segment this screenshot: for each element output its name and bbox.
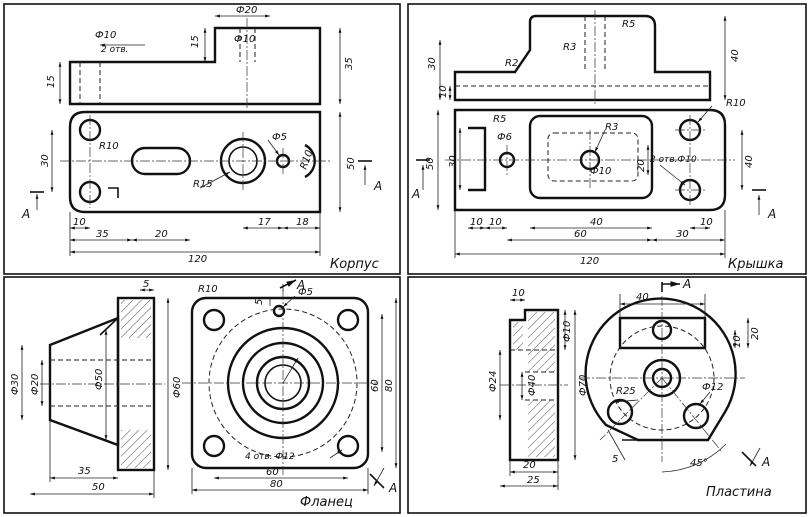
plastina-dim-phi12: Ф12 (702, 382, 723, 393)
flanets-dim-phi60: Ф60 (172, 377, 183, 398)
kryshka-dim-40-far: 40 (744, 155, 755, 168)
kryshka-dim-120: 120 (580, 256, 599, 267)
korpus-dim-phi20: Ф20 (236, 5, 257, 16)
kryshka-dim-30-left: 30 (427, 57, 438, 70)
flanets-dim-phi20: Ф20 (30, 374, 41, 395)
plastina-dim-10-top: 10 (512, 288, 525, 299)
kryshka-dim-60: 60 (574, 229, 587, 240)
plastina-dim-40: 40 (636, 292, 649, 303)
flanets-dim-60-right: 60 (370, 379, 381, 392)
kryshka-section-mark-left: A (411, 187, 420, 201)
panel-frames (3, 3, 807, 514)
plastina-section-mark-bottom: A (761, 455, 770, 469)
kryshka-dim-phi10: Ф10 (590, 166, 611, 177)
kryshka-dim-r5-top: R5 (622, 19, 635, 30)
kryshka-note-two-holes: 2 отв.Ф10 (650, 155, 697, 165)
kryshka-dim-r2: R2 (505, 58, 518, 69)
korpus-dim-phi5: Ф5 (272, 132, 287, 143)
korpus-dim-15-left: 15 (46, 75, 57, 88)
plastina-dim-25-bottom: 25 (527, 475, 540, 486)
plastina-dim-phi70: Ф70 (578, 375, 589, 396)
flanets-side-view: 5 Ф30 Ф20 Ф50 Ф60 35 50 (10, 279, 183, 498)
plastina-dim-phi24: Ф24 (488, 371, 499, 392)
korpus-dim-120: 120 (188, 254, 207, 265)
plastina-dim-20-bottom: 20 (523, 460, 536, 471)
korpus-top-view: R10 R10 R15 Ф5 30 50 10 35 20 17 18 120 … (21, 110, 382, 265)
kryshka-dim-30-bottom: 30 (676, 229, 689, 240)
flanets-dim-phi30: Ф30 (10, 374, 21, 395)
plastina-dim-r25: R25 (616, 386, 636, 397)
korpus-dim-18: 18 (296, 217, 309, 228)
korpus-title: Корпус (330, 257, 379, 272)
plastina-dim-angle: 45° (690, 458, 708, 469)
kryshka-dim-20: 20 (636, 159, 647, 172)
flanets-dim-phi5: Ф5 (298, 287, 313, 298)
flanets-dim-50: 50 (92, 482, 105, 493)
kryshka-title: Крышка (728, 257, 783, 272)
plastina-side-view: 10 Ф24 Ф40 Ф10 Ф70 20 25 (488, 288, 589, 490)
kryshka-drawing: R5 R3 R2 30 10 40 (411, 10, 783, 272)
korpus-section-mark-right: A (373, 179, 382, 193)
flanets-title: Фланец (300, 495, 353, 510)
korpus-section-mark-left: A (21, 207, 30, 221)
kryshka-dim-r5-mid: R5 (493, 114, 506, 125)
korpus-dim-r10-left: R10 (99, 141, 119, 152)
flanets-dim-5-top: 5 (254, 299, 265, 305)
plastina-dim-10-right: 10 (732, 335, 743, 348)
korpus-dim-phi10-top: Ф10 (234, 34, 255, 45)
flanets-section-mark-top: A (296, 278, 305, 292)
korpus-drawing: Ф20 Ф10 Ф10 2 отв. 15 35 15 (21, 5, 382, 272)
flanets-dim-80-bottom: 80 (270, 479, 283, 490)
flanets-section-mark-bottom: A (388, 481, 397, 495)
kryshka-top-view: R10 R5 R3 Ф6 Ф10 20 2 отв.Ф10 50 30 40 1… (411, 98, 776, 267)
korpus-dim-17: 17 (258, 217, 271, 228)
kryshka-dim-50: 50 (425, 157, 436, 170)
kryshka-dim-phi6: Ф6 (497, 132, 512, 143)
plastina-front-view: 40 20 10 R25 Ф12 5 45° A A (580, 277, 770, 473)
korpus-dim-35-bottom: 35 (96, 229, 109, 240)
plastina-drawing: 10 Ф24 Ф40 Ф10 Ф70 20 25 (488, 277, 772, 500)
kryshka-dim-10-b: 10 (489, 217, 502, 228)
korpus-dim-10: 10 (73, 217, 86, 228)
kryshka-dim-10-left: 10 (438, 85, 449, 98)
korpus-dim-15-top: 15 (190, 35, 201, 48)
flanets-dim-60-bottom: 60 (266, 467, 279, 478)
kryshka-dim-40-right: 40 (730, 49, 741, 62)
plastina-dim-20-right: 20 (750, 327, 761, 340)
korpus-front-view: Ф20 Ф10 Ф10 2 отв. 15 35 15 (46, 5, 355, 108)
flanets-dim-r10: R10 (198, 284, 218, 295)
korpus-dim-30: 30 (40, 154, 51, 167)
flanets-dim-5: 5 (143, 279, 149, 290)
kryshka-dim-r3-top: R3 (563, 42, 576, 53)
kryshka-dim-30-mid: 30 (448, 155, 459, 168)
kryshka-dim-r10: R10 (726, 98, 746, 109)
korpus-dim-35: 35 (344, 57, 355, 70)
plastina-title: Пластина (706, 485, 772, 500)
korpus-dim-20: 20 (155, 229, 168, 240)
kryshka-dim-10-right: 10 (700, 217, 713, 228)
korpus-note-two-holes: 2 отв. (101, 45, 129, 55)
plastina-dim-phi40: Ф40 (527, 375, 538, 396)
plastina-dim-5: 5 (612, 454, 618, 465)
plastina-section-mark-top: A (682, 277, 691, 291)
korpus-dim-r15: R15 (193, 179, 213, 190)
kryshka-dim-r3-mid: R3 (605, 122, 618, 133)
kryshka-front-view: R5 R3 R2 30 10 40 (427, 10, 741, 104)
flanets-dim-phi50: Ф50 (94, 369, 105, 390)
flanets-drawing: 5 Ф30 Ф20 Ф50 Ф60 35 50 (10, 278, 398, 510)
flanets-dim-35: 35 (78, 466, 91, 477)
kryshka-dim-10-a: 10 (470, 217, 483, 228)
korpus-dim-phi10-left: Ф10 (95, 30, 116, 41)
plastina-dim-phi10: Ф10 (562, 321, 573, 342)
flanets-dim-80-right: 80 (384, 379, 395, 392)
flanets-front-view: R10 5 Ф5 60 80 4 отв. Ф12 60 80 A A (182, 278, 398, 495)
kryshka-dim-40-bottom: 40 (590, 217, 603, 228)
korpus-dim-50: 50 (346, 157, 357, 170)
flanets-note-four-holes: 4 отв. Ф12 (245, 452, 295, 462)
kryshka-section-mark-right: A (767, 207, 776, 221)
